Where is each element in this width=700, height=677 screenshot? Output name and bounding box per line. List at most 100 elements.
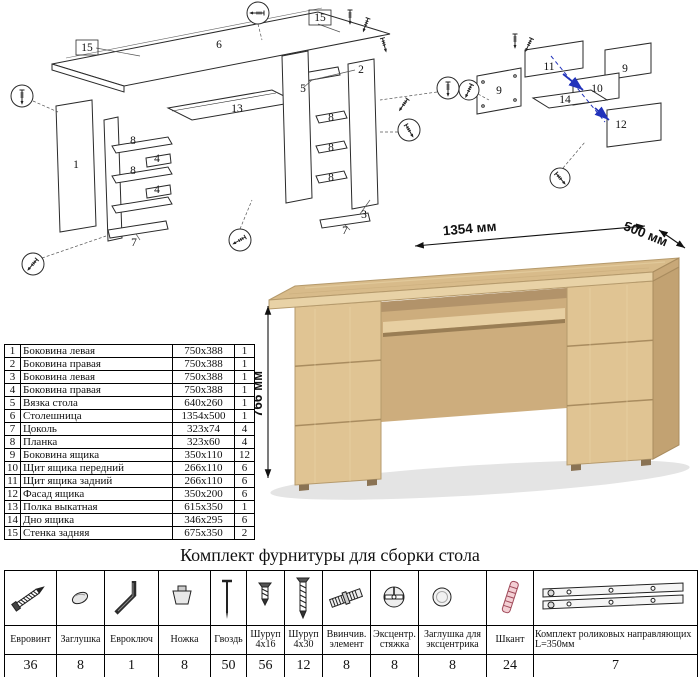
hardware-name: Ножка <box>158 625 211 655</box>
part-label: 8 <box>328 142 334 154</box>
part-number: 10 <box>4 461 21 475</box>
part-number: 15 <box>4 526 21 540</box>
hardware-qty: 8 <box>322 654 371 677</box>
hardware-name-row: Евровинт Заглушка Евроключ Ножка Гвоздь … <box>4 625 698 655</box>
part-label: 11 <box>543 61 554 73</box>
keyboard-tray <box>383 308 565 337</box>
tabletop <box>268 257 680 310</box>
part-qty: 1 <box>234 396 255 410</box>
part-name: Щит ящика задний <box>20 474 173 488</box>
hardware-qty: 7 <box>533 654 698 677</box>
drawer-part-facade <box>606 102 662 148</box>
hardware-name: Заглушка <box>56 625 105 655</box>
hardware-kit-title: Комплект фурнитуры для сборки стола <box>180 545 480 565</box>
part-number: 13 <box>4 500 21 514</box>
part-label: 8 <box>328 112 334 124</box>
part-number: 3 <box>4 370 21 384</box>
part-number: 6 <box>4 409 21 423</box>
dimension-annotations <box>264 223 686 478</box>
part-size: 323x74 <box>172 422 235 436</box>
part-label: 6 <box>216 39 222 51</box>
part-name: Боковина левая <box>20 370 173 384</box>
dowel-icon <box>501 580 519 614</box>
part-number: 14 <box>4 513 21 527</box>
part-size: 750x388 <box>172 383 235 397</box>
part-qty: 1 <box>234 357 255 371</box>
hardware-name: Шкант <box>486 625 534 655</box>
drawer-part-back <box>524 40 584 78</box>
part-label: 8 <box>328 172 334 184</box>
part-label: 8 <box>130 165 136 177</box>
hardware-name: Евровинт <box>4 625 57 655</box>
part-size: 615x350 <box>172 500 235 514</box>
part-number: 7 <box>4 422 21 436</box>
part-label: 3 <box>361 209 367 221</box>
part-number: 9 <box>4 448 21 462</box>
diagram-callout-lines <box>32 23 438 259</box>
part-size: 640x260 <box>172 396 235 410</box>
left-pedestal <box>294 300 382 486</box>
cap-icon <box>71 591 89 605</box>
hardware-name: Эксцентр. стяжка <box>370 625 419 655</box>
height-dimension-label: 766 мм <box>255 371 265 417</box>
hardware-qty: 8 <box>158 654 211 677</box>
screw-small-icon <box>258 582 272 607</box>
part-number: 2 <box>4 357 21 371</box>
part-name: Вязка стола <box>20 396 173 410</box>
part-number: 4 <box>4 383 21 397</box>
right-pedestal <box>566 266 680 466</box>
part-size: 346x295 <box>172 513 235 527</box>
part-size: 1354x500 <box>172 409 235 423</box>
part-qty: 1 <box>234 344 255 358</box>
part-name: Боковина ящика <box>20 448 173 462</box>
depth-dimension-label: 500 мм <box>621 222 670 249</box>
part-label: 2 <box>358 64 364 76</box>
part-label: 4 <box>154 153 160 165</box>
part-size: 266x110 <box>172 474 235 488</box>
drawer-assembly-arrows <box>550 55 610 123</box>
part-label: 4 <box>154 184 160 196</box>
part-qty: 1 <box>234 500 255 514</box>
hardware-qty: 8 <box>370 654 419 677</box>
part-size: 750x388 <box>172 344 235 358</box>
part-size: 323x60 <box>172 435 235 449</box>
part-name: Планка <box>20 435 173 449</box>
part-label: 9 <box>496 85 502 97</box>
part-label: 8 <box>130 135 136 147</box>
part-qty: 2 <box>234 526 255 540</box>
hardware-name: Шуруп 4x16 <box>246 625 285 655</box>
hardware-name: Заглушка для эксцентрика <box>418 625 487 655</box>
part-label: 13 <box>231 103 243 115</box>
part-name: Боковина правая <box>20 383 173 397</box>
desk-feet <box>299 459 651 491</box>
hardware-qty: 24 <box>486 654 534 677</box>
hardware-qty: 36 <box>4 654 57 677</box>
hardware-name: Ввинчив. элемент <box>322 625 371 655</box>
part-name: Стенка задняя <box>20 526 173 540</box>
hardware-qty: 8 <box>418 654 487 677</box>
hex-key-icon <box>114 581 137 615</box>
part-size: 750x388 <box>172 357 235 371</box>
part-qty: 6 <box>234 474 255 488</box>
part-label: 5 <box>300 83 306 95</box>
part-label: 15 <box>81 42 93 54</box>
drawer-part-side-r <box>604 42 652 81</box>
part-name: Столешница <box>20 409 173 423</box>
diagram-part-left-side <box>55 99 97 233</box>
hardware-name: Комплект роликовых направляющих L=350мм <box>533 625 698 655</box>
part-qty: 6 <box>234 513 255 527</box>
part-label: 7 <box>342 225 348 237</box>
